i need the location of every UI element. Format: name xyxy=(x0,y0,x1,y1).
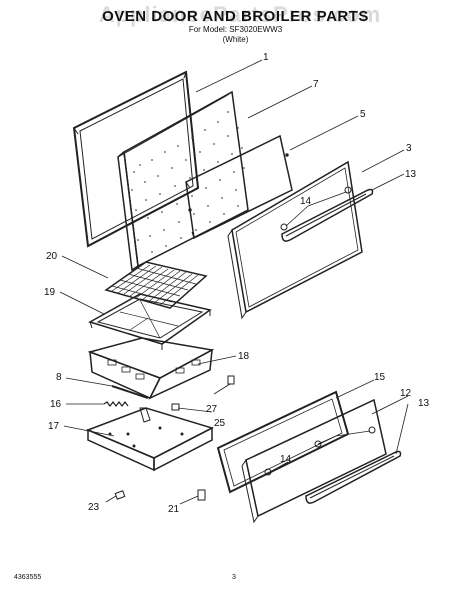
part-7-insulation xyxy=(117,90,249,272)
callout-13-upper: 13 xyxy=(405,169,417,180)
part-1-door-frame xyxy=(72,70,200,248)
leader-lines xyxy=(59,59,409,505)
callout-1: 1 xyxy=(263,52,269,63)
callout-3: 3 xyxy=(406,143,412,154)
callout-21: 21 xyxy=(168,504,180,515)
part-23-fastener xyxy=(114,490,126,500)
callout-15: 15 xyxy=(374,372,386,383)
part-20-broiler-grid xyxy=(104,261,208,309)
callout-labels: 1 7 5 3 13 14 20 19 18 8 16 17 27 25 15 … xyxy=(44,52,430,515)
watermark: AppliancePartsPros.com xyxy=(98,2,382,27)
diagram-header: OVEN DOOR AND BROILER PARTS For Model: S… xyxy=(0,8,471,45)
part-8-bracket xyxy=(111,385,149,399)
callout-8: 8 xyxy=(56,372,62,383)
callout-5: 5 xyxy=(360,109,366,120)
part-12-broiler-door-panel xyxy=(241,398,387,524)
part-14-handle-screws-upper xyxy=(280,186,352,231)
part-19-broiler-pan xyxy=(88,293,212,350)
callout-18: 18 xyxy=(238,351,250,362)
part-14-handle-screws-lower xyxy=(264,426,376,476)
callout-12: 12 xyxy=(400,388,412,399)
part-21-bracket xyxy=(197,489,206,501)
model-color: (White) xyxy=(222,35,249,44)
part-25-clip xyxy=(171,403,180,411)
part-3-outer-door xyxy=(227,160,363,320)
callout-7: 7 xyxy=(313,79,319,90)
model-number: For Model: SF3020EWW3 xyxy=(188,25,283,34)
part-13-door-handle-lower xyxy=(305,450,402,504)
part-27-clip xyxy=(227,375,235,385)
part-16-spring xyxy=(103,401,129,407)
part-18-broiler-drawer xyxy=(87,337,215,400)
page-number: 3 xyxy=(232,574,236,581)
part-5-inner-panel xyxy=(185,134,293,240)
callout-27: 27 xyxy=(206,404,218,415)
diagram-title: OVEN DOOR AND BROILER PARTS xyxy=(102,8,369,25)
insulation-dots xyxy=(131,111,245,253)
callout-14-upper: 14 xyxy=(300,196,312,207)
callout-16: 16 xyxy=(50,399,62,410)
callout-23: 23 xyxy=(88,502,100,513)
callout-20: 20 xyxy=(46,251,58,262)
callout-19: 19 xyxy=(44,287,56,298)
callout-13-lower: 13 xyxy=(418,398,430,409)
callout-14-lower: 14 xyxy=(280,454,292,465)
document-part-number: 4363555 xyxy=(14,574,42,581)
callout-17: 17 xyxy=(48,421,60,432)
callout-25: 25 xyxy=(214,418,226,429)
part-17-drawer-bottom xyxy=(85,407,214,472)
part-13-door-handle-upper xyxy=(281,188,374,242)
